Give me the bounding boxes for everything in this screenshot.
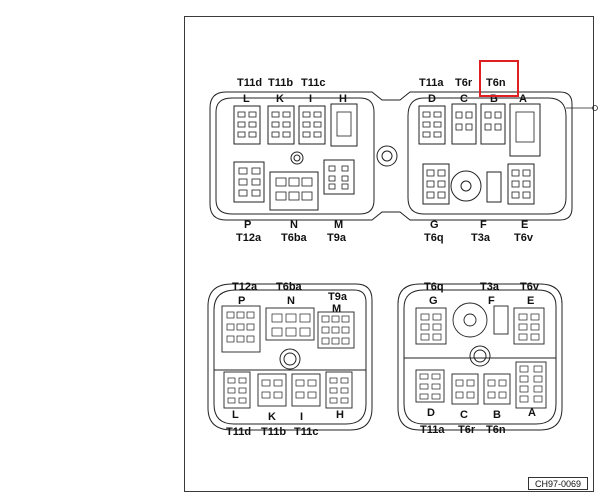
- letter-F-bottom: F: [488, 295, 495, 307]
- letter-G-top: G: [430, 219, 439, 231]
- letter-C-top: C: [460, 93, 468, 105]
- letter-A-top: A: [519, 93, 527, 105]
- label-t11b-bottom: T11b: [261, 426, 286, 438]
- lower-left-housing: [207, 283, 373, 431]
- label-t11a-top: T11a: [419, 77, 444, 89]
- letter-C-bottom: C: [460, 409, 468, 421]
- letter-I-bottom: I: [300, 411, 303, 423]
- letter-M-top: M: [334, 219, 343, 231]
- lower-right-pins: [419, 313, 543, 403]
- label-t11c-top: T11c: [301, 77, 325, 89]
- letter-K-top: K: [276, 93, 284, 105]
- upper-left-pins: [237, 111, 352, 201]
- upper-housing: [209, 91, 573, 221]
- lower-left-pins: [226, 311, 350, 404]
- lower-right-labels: T6q T3a T6v G F E D C B A T11a T6r T6n: [420, 281, 540, 436]
- letter-P-bottom: P: [238, 295, 245, 307]
- letter-H-top: H: [339, 93, 347, 105]
- letter-L-bottom: L: [232, 409, 239, 421]
- letter-I-top: I: [309, 93, 312, 105]
- letter-H-bottom: H: [336, 409, 344, 421]
- letter-D-bottom: D: [427, 407, 435, 419]
- letter-B-bottom: B: [493, 409, 501, 421]
- letter-D-top: D: [428, 93, 436, 105]
- highlight-box: [479, 60, 519, 97]
- label-t6v-top: T6v: [514, 232, 534, 244]
- label-t3a-bottom: T3a: [480, 281, 500, 293]
- letter-N-bottom: N: [287, 295, 295, 307]
- label-t9a-bottom: T9a: [328, 291, 348, 303]
- label-t3a-top: T3a: [471, 232, 491, 244]
- label-t6v-bottom: T6v: [520, 281, 540, 293]
- letter-P-top: P: [244, 219, 251, 231]
- label-t12a-bottom: T12a: [232, 281, 258, 293]
- connector-F2: [486, 171, 502, 203]
- figure-code: CH97-0069: [528, 477, 588, 490]
- letter-G-bottom: G: [429, 295, 438, 307]
- letter-N-top: N: [290, 219, 298, 231]
- label-t11b-top: T11b: [268, 77, 293, 89]
- letter-M-bottom: M: [332, 303, 341, 315]
- connector-M: [323, 159, 355, 195]
- letter-E-bottom: E: [527, 295, 534, 307]
- label-t11d-bottom: T11d: [226, 426, 251, 438]
- label-t11d-top: T11d: [237, 77, 262, 89]
- upper-labels: T11d T11b T11c L K I H P N M T12a T6ba T…: [236, 77, 534, 244]
- letter-E-top: E: [521, 219, 528, 231]
- label-t11c-bottom: T11c: [294, 426, 318, 438]
- label-t6r-top: T6r: [455, 77, 473, 89]
- letter-F-top: F: [480, 219, 487, 231]
- letter-L-top: L: [243, 93, 250, 105]
- label-t6n-bottom: T6n: [486, 424, 506, 436]
- upper-right-pins: [422, 111, 535, 199]
- letter-A-bottom: A: [528, 407, 536, 419]
- label-t11a-bottom: T11a: [420, 424, 445, 436]
- diagram-frame: [184, 16, 594, 492]
- letter-B-top: B: [490, 93, 498, 105]
- label-t6ba-bottom: T6ba: [276, 281, 303, 293]
- label-t6q-top: T6q: [424, 232, 444, 244]
- lower-right-housing: [397, 283, 563, 431]
- callout-dot: [592, 105, 598, 111]
- label-t6r-bottom: T6r: [458, 424, 476, 436]
- label-t12a-top: T12a: [236, 232, 262, 244]
- label-t6n-top: T6n: [486, 77, 506, 89]
- letter-K-bottom: K: [268, 411, 276, 423]
- lower-left-labels: T12a T6ba P N T9a M L K I H T11d T11b T1…: [226, 281, 348, 438]
- label-t6q-bottom: T6q: [424, 281, 444, 293]
- label-t6ba-top: T6ba: [281, 232, 308, 244]
- label-t9a-top: T9a: [327, 232, 347, 244]
